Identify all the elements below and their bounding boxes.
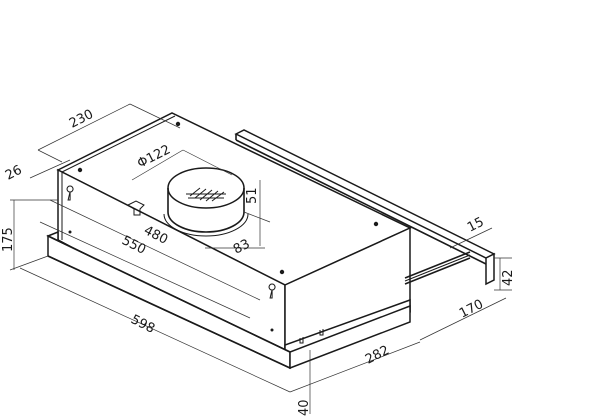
dim-15: 15 [465, 215, 487, 236]
keyhole-icon [66, 185, 74, 201]
bracket-icon [127, 200, 145, 216]
dim-83: 83 [231, 237, 253, 258]
slide-drawer [46, 230, 411, 370]
dim-282: 282 [363, 343, 392, 368]
dimension-lines [9, 103, 512, 414]
dim-26: 26 [3, 163, 25, 184]
dim-175: 175 [1, 227, 16, 252]
screw-icon [279, 269, 285, 275]
dim-230: 230 [67, 107, 96, 132]
keyhole-icon [268, 283, 276, 299]
screw-icon [77, 167, 83, 173]
dim-51: 51 [245, 187, 260, 204]
dim-40: 40 [297, 399, 312, 416]
screw-icon [175, 121, 181, 127]
screw-icon [373, 221, 379, 227]
dim-598: 598 [128, 312, 157, 337]
dim-170: 170 [457, 297, 486, 322]
duct-collar [163, 167, 249, 237]
dim-42: 42 [501, 269, 516, 286]
telescopic-rail [234, 129, 496, 286]
